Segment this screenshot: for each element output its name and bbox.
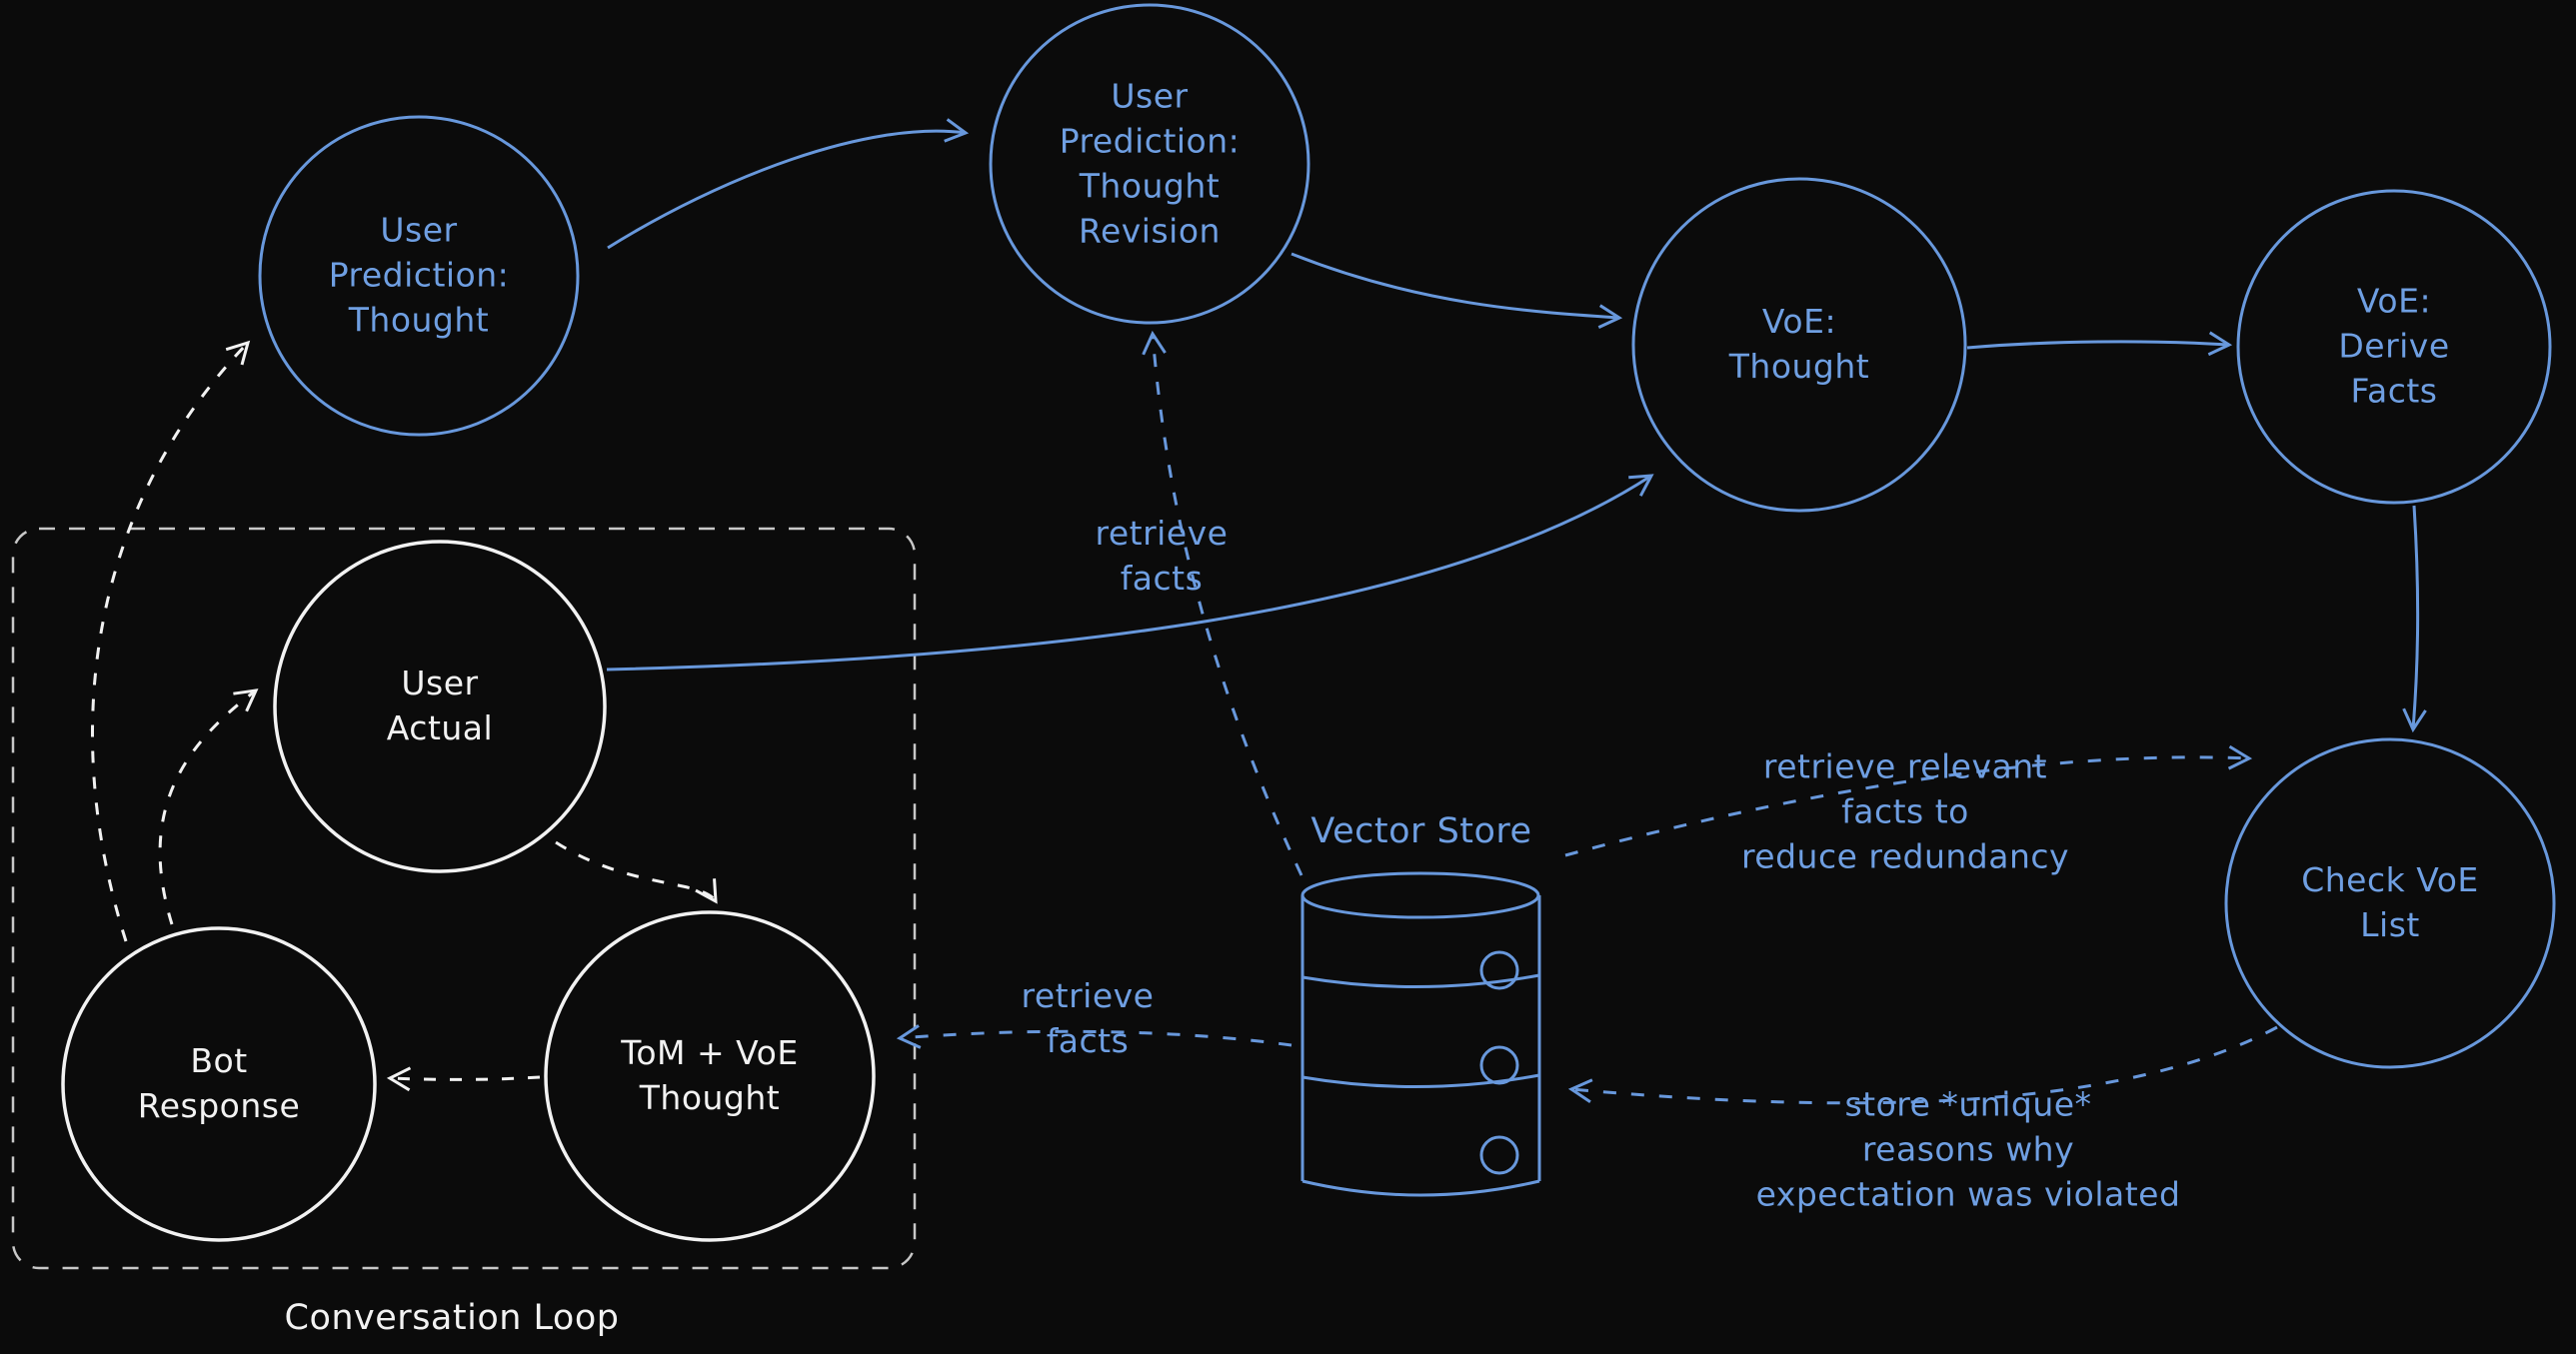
arrow-revision-to-voe-thought [1290,252,1623,330]
node-user-actual [273,540,607,873]
cylinder-divider-1 [1301,973,1540,988]
blue-nodes [258,3,2556,1069]
cylinder-bottom [1301,1179,1540,1197]
arrow-user-actual-to-tom-thought [555,840,718,904]
vector-store-icon [1300,871,1541,1197]
arrow-derive-facts-to-check-list [2402,505,2427,733]
solid-blue-arrows [606,118,2427,733]
arrow-check-list-to-vector-store [1567,1025,2278,1105]
conversation-loop-box [11,527,917,1270]
arrow-user-actual-to-voe-thought [606,474,1654,672]
node-bot-response [61,926,377,1242]
cylinder-dot-3 [1479,1135,1519,1175]
arrow-vector-store-to-revision [1142,330,1303,876]
arrow-vector-store-to-tom-thought [896,1024,1292,1049]
arrow-prediction-to-revision [607,118,970,250]
node-voe-derive-facts [2236,189,2552,505]
dashed-white-arrows [90,340,718,1092]
arrow-bot-response-to-user-actual [158,688,259,925]
cylinder-divider-2 [1301,1073,1540,1088]
arrow-vector-store-to-check-list [1564,744,2253,857]
node-user-prediction-thought [258,115,580,437]
node-check-voe-list [2224,737,2556,1069]
node-voe-thought [1631,177,1967,513]
arrow-bot-response-to-user-prediction [90,340,251,942]
cylinder-dot-2 [1479,1045,1519,1085]
arrow-voe-thought-to-derive-facts [1966,331,2233,357]
node-tom-voe-thought [544,910,876,1242]
white-nodes [61,540,876,1242]
cylinder-dot-1 [1479,950,1519,990]
node-user-prediction-thought-revision [989,3,1310,325]
dashed-blue-arrows [896,330,2278,1105]
cylinder-top [1300,871,1540,919]
arrow-tom-thought-to-bot-response [386,1066,541,1092]
